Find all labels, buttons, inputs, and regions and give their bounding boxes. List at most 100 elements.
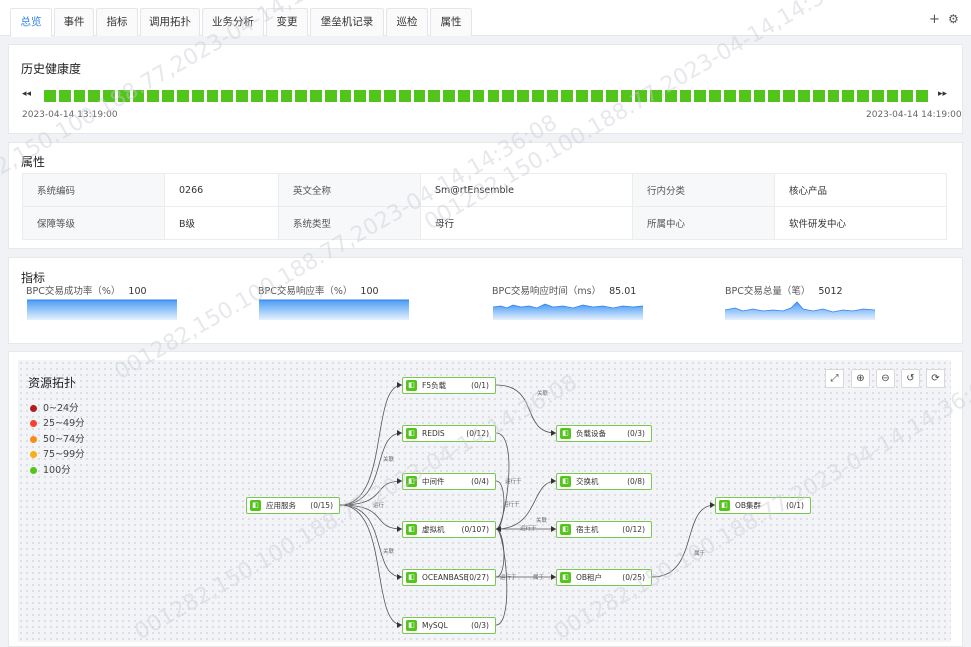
health-bar bbox=[44, 90, 928, 102]
health-segment[interactable] bbox=[177, 90, 189, 102]
tab-events[interactable]: 事件 bbox=[54, 8, 94, 36]
reset-icon[interactable]: ↺ bbox=[901, 369, 920, 388]
zoom-out-icon[interactable]: ⊖ bbox=[876, 369, 895, 388]
health-segment[interactable] bbox=[901, 90, 914, 102]
refresh-icon[interactable]: ⟳ bbox=[926, 369, 945, 388]
health-segment[interactable] bbox=[517, 90, 529, 102]
node-virtual-machine[interactable]: ◧ 虚拟机 (0/107) bbox=[402, 521, 496, 538]
tab-bastion-records[interactable]: 堡垒机记录 bbox=[310, 8, 384, 36]
node-f5-load[interactable]: ◧ F5负载 (0/1) bbox=[402, 377, 496, 394]
health-segment[interactable] bbox=[250, 90, 263, 102]
tab-attributes[interactable]: 属性 bbox=[430, 8, 472, 36]
topology-canvas[interactable] bbox=[18, 360, 951, 642]
health-segment[interactable] bbox=[768, 90, 781, 102]
health-segment[interactable] bbox=[103, 90, 115, 102]
health-segment[interactable] bbox=[236, 90, 248, 102]
health-segment[interactable] bbox=[871, 90, 884, 102]
health-segment[interactable] bbox=[73, 90, 86, 102]
tab-metrics[interactable]: 指标 bbox=[96, 8, 138, 36]
node-ob-tenant[interactable]: ◧ OB租户 (0/25) bbox=[556, 569, 652, 586]
health-segment[interactable] bbox=[472, 90, 485, 102]
health-segment[interactable] bbox=[857, 90, 869, 102]
health-segment[interactable] bbox=[398, 90, 411, 102]
health-segment[interactable] bbox=[384, 90, 396, 102]
health-segment[interactable] bbox=[664, 90, 677, 102]
health-segment[interactable] bbox=[369, 90, 381, 102]
health-segment[interactable] bbox=[531, 90, 544, 102]
health-segment[interactable] bbox=[487, 90, 500, 102]
health-segment[interactable] bbox=[457, 90, 470, 102]
tab-inspection[interactable]: 巡检 bbox=[386, 8, 428, 36]
health-segment[interactable] bbox=[827, 90, 840, 102]
health-segment[interactable] bbox=[916, 90, 928, 102]
health-next-icon[interactable]: ▸▸ bbox=[938, 89, 948, 99]
health-segment[interactable] bbox=[502, 90, 515, 102]
node-switch[interactable]: ◧ 交换机 (0/8) bbox=[556, 473, 652, 490]
health-segment[interactable] bbox=[694, 90, 707, 102]
legend-dot-icon bbox=[30, 467, 37, 474]
health-segment[interactable] bbox=[191, 90, 204, 102]
health-segment[interactable] bbox=[546, 90, 559, 102]
health-segment[interactable] bbox=[650, 90, 662, 102]
health-segment[interactable] bbox=[679, 90, 692, 102]
health-segment[interactable] bbox=[58, 90, 71, 102]
health-segment[interactable] bbox=[738, 90, 751, 102]
edge-label: 运行于 bbox=[520, 526, 537, 532]
health-segment[interactable] bbox=[339, 90, 352, 102]
health-segment[interactable] bbox=[280, 90, 293, 102]
zoom-in-icon[interactable]: ⊕ bbox=[851, 369, 870, 388]
health-segment[interactable] bbox=[310, 90, 322, 102]
health-prev-icon[interactable]: ◂◂ bbox=[22, 89, 32, 99]
node-oceanbase[interactable]: ◧ OCEANBASE (0/27) bbox=[402, 569, 496, 586]
health-end-time: 2023-04-14 14:19:00 bbox=[866, 110, 962, 120]
health-segment[interactable] bbox=[295, 90, 308, 102]
edge-label: 关联 bbox=[383, 457, 395, 463]
health-segment[interactable] bbox=[117, 90, 130, 102]
health-segment[interactable] bbox=[783, 90, 795, 102]
ob-tenant-icon: ◧ bbox=[560, 572, 571, 583]
health-segment[interactable] bbox=[812, 90, 825, 102]
node-middleware[interactable]: ◧ 中间件 (0/4) bbox=[402, 473, 496, 490]
health-segment[interactable] bbox=[324, 90, 337, 102]
health-segment[interactable] bbox=[635, 90, 648, 102]
health-segment[interactable] bbox=[576, 90, 588, 102]
health-segment[interactable] bbox=[605, 90, 618, 102]
health-segment[interactable] bbox=[265, 90, 278, 102]
tab-overview[interactable]: 总览 bbox=[10, 8, 52, 37]
health-segment[interactable] bbox=[162, 90, 175, 102]
tab-changes[interactable]: 变更 bbox=[266, 8, 308, 36]
node-app-service[interactable]: ◧ 应用服务 (0/15) bbox=[246, 497, 340, 514]
fullscreen-icon[interactable]: ⤢ bbox=[825, 369, 844, 388]
add-tab-icon[interactable]: + bbox=[929, 12, 940, 27]
node-load-device[interactable]: ◧ 负载设备 (0/3) bbox=[556, 425, 652, 442]
health-segment[interactable] bbox=[753, 90, 766, 102]
health-segment[interactable] bbox=[886, 90, 899, 102]
health-segment[interactable] bbox=[354, 90, 367, 102]
node-mysql[interactable]: ◧ MySQL (0/3) bbox=[402, 617, 496, 634]
health-segment[interactable] bbox=[443, 90, 455, 102]
node-ob-cluster[interactable]: ◧ OB集群 (0/1) bbox=[715, 497, 811, 514]
health-segment[interactable] bbox=[724, 90, 736, 102]
tab-business-analysis[interactable]: 业务分析 bbox=[202, 8, 264, 36]
attributes-table: 系统编码 0266 英文全称 Sm@rtEnsemble 行内分类 核心产品 保… bbox=[22, 173, 947, 240]
node-host[interactable]: ◧ 宿主机 (0/12) bbox=[556, 521, 652, 538]
health-segment[interactable] bbox=[428, 90, 441, 102]
health-segment[interactable] bbox=[44, 90, 56, 102]
settings-gear-icon[interactable]: ⚙ bbox=[948, 12, 959, 26]
health-segment[interactable] bbox=[797, 90, 810, 102]
health-segment[interactable] bbox=[620, 90, 633, 102]
health-segment[interactable] bbox=[842, 90, 855, 102]
health-segment[interactable] bbox=[221, 90, 234, 102]
edge-label: 关联 bbox=[537, 391, 549, 397]
health-segment[interactable] bbox=[206, 90, 219, 102]
health-segment[interactable] bbox=[413, 90, 426, 102]
health-segment[interactable] bbox=[561, 90, 574, 102]
health-segment[interactable] bbox=[709, 90, 722, 102]
tab-call-topology[interactable]: 调用拓扑 bbox=[140, 8, 200, 36]
health-segment[interactable] bbox=[147, 90, 160, 102]
health-segment[interactable] bbox=[132, 90, 145, 102]
node-redis[interactable]: ◧ REDIS (0/12) bbox=[402, 425, 496, 442]
oceanbase-icon: ◧ bbox=[406, 572, 417, 583]
health-segment[interactable] bbox=[590, 90, 603, 102]
health-segment[interactable] bbox=[88, 90, 101, 102]
